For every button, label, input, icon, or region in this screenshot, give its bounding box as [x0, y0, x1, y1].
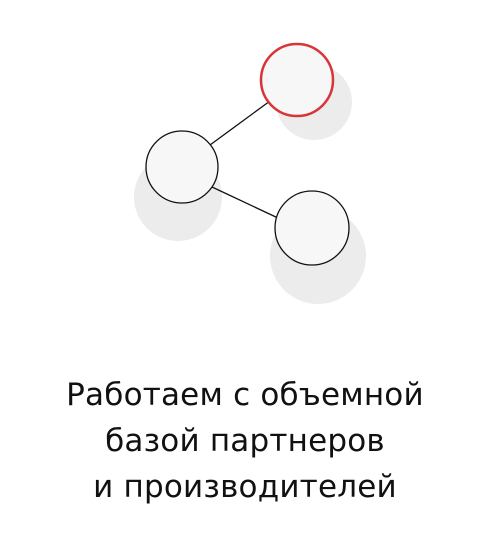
- connector-left-bottom: [211, 186, 279, 219]
- feature-caption: Работаем с объемной базой партнеров и пр…: [0, 372, 490, 510]
- node-left: [145, 130, 219, 204]
- caption-line-3: и производителей: [93, 469, 397, 505]
- network-share-icon: [134, 42, 366, 304]
- caption-line-2: базой партнеров: [105, 423, 385, 459]
- node-bottom: [274, 190, 350, 266]
- connector-left-top: [209, 100, 271, 146]
- node-top-accent: [259, 42, 335, 118]
- caption-line-1: Работаем с объемной: [66, 377, 424, 413]
